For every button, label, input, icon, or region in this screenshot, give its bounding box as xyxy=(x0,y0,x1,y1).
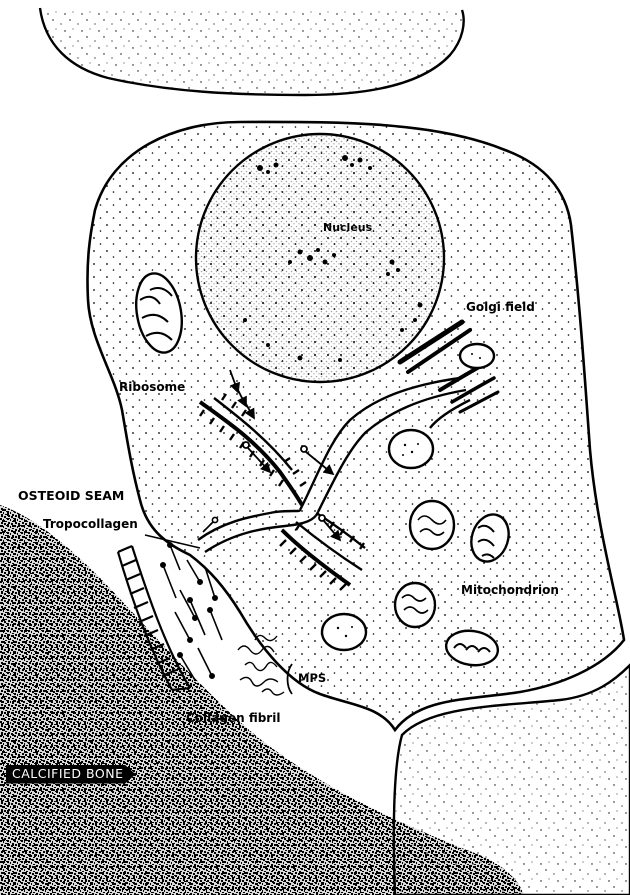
neighbor-cell xyxy=(40,8,464,95)
label-collagen-fibril: Collagen fibril xyxy=(186,712,280,724)
label-osteoid-seam: OSTEOID SEAM xyxy=(18,490,124,503)
mitochondrion-right-3 xyxy=(395,583,435,627)
label-nucleus: Nucleus xyxy=(323,222,372,233)
golgi-vesicle-upper xyxy=(460,344,494,368)
label-golgi-field: Golgi field xyxy=(466,301,535,313)
label-mps: MPS xyxy=(298,673,326,685)
exocytotic-vesicle xyxy=(322,614,366,650)
label-calcified-bone: CALCIFIED BONE xyxy=(6,765,135,784)
mitochondrion-right-1 xyxy=(410,501,454,549)
label-tropocollagen: Tropocollagen xyxy=(43,518,138,530)
label-mitochondrion: Mitochondrion xyxy=(461,584,559,596)
label-ribosome: Ribosome xyxy=(119,381,185,393)
